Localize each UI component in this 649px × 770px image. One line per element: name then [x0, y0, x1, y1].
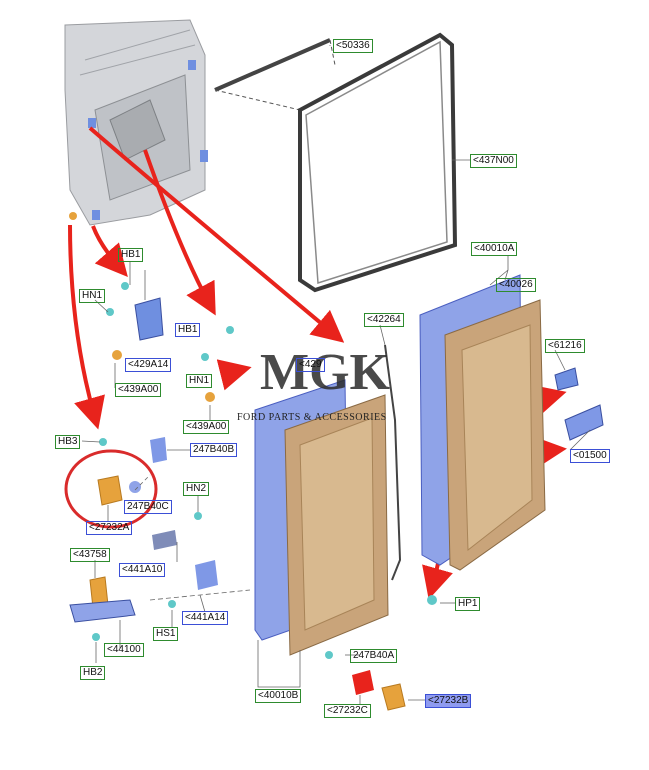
- label-HB1-b: HB1: [175, 323, 201, 337]
- logo-tagline: FORD PARTS & ACCESSORIES: [237, 412, 387, 423]
- label-HS1: HS1: [153, 627, 179, 641]
- label-40010B: <40010B: [255, 689, 302, 703]
- label-247B40C: 247B40C: [124, 500, 172, 514]
- label-HB3: HB3: [55, 435, 81, 449]
- label-61216: <61216: [545, 339, 585, 353]
- label-247B40B: 247B40B: [190, 443, 238, 457]
- label-HN1-b: HN1: [186, 374, 213, 388]
- label-HN1-a: HN1: [79, 289, 106, 303]
- door-seal-437N00: [298, 32, 458, 293]
- label-40010A: <40010A: [471, 242, 518, 256]
- mgk-logo: MGK: [260, 344, 391, 401]
- label-27232C: <27232C: [324, 704, 371, 718]
- label-439A00-a: <439A00: [115, 383, 162, 397]
- door-40010A: [419, 274, 546, 571]
- label-HB1-a: HB1: [118, 248, 144, 262]
- small-parts: [69, 282, 604, 711]
- label-43758: <43758: [70, 548, 110, 562]
- cable-42264: [384, 344, 402, 581]
- label-50336: <50336: [333, 39, 373, 53]
- label-429-partial: <429: [296, 358, 325, 372]
- label-42264: <42264: [364, 313, 404, 327]
- logo-mark-text: MGK: [260, 344, 391, 401]
- label-439A00-b: <439A00: [183, 420, 230, 434]
- seal-strip-50336: [214, 38, 336, 111]
- label-429A14: <429A14: [125, 358, 172, 372]
- label-441A10: <441A10: [119, 563, 166, 577]
- label-HP1: HP1: [455, 597, 481, 611]
- label-HN2: HN2: [183, 482, 210, 496]
- label-437N00: <437N00: [470, 154, 517, 168]
- label-40026: <40026: [496, 278, 536, 292]
- door-40010B: [254, 379, 389, 656]
- label-HB2: HB2: [80, 666, 106, 680]
- label-441A14: <441A14: [182, 611, 229, 625]
- van-rear-body: [64, 19, 208, 226]
- label-01500: <01500: [570, 449, 610, 463]
- label-27232B: <27232B: [425, 694, 472, 708]
- highlight-circle: [64, 449, 158, 529]
- label-27232A: <27232A: [86, 521, 133, 535]
- label-247B40A: 247B40A: [350, 649, 398, 663]
- label-44100: <44100: [104, 643, 144, 657]
